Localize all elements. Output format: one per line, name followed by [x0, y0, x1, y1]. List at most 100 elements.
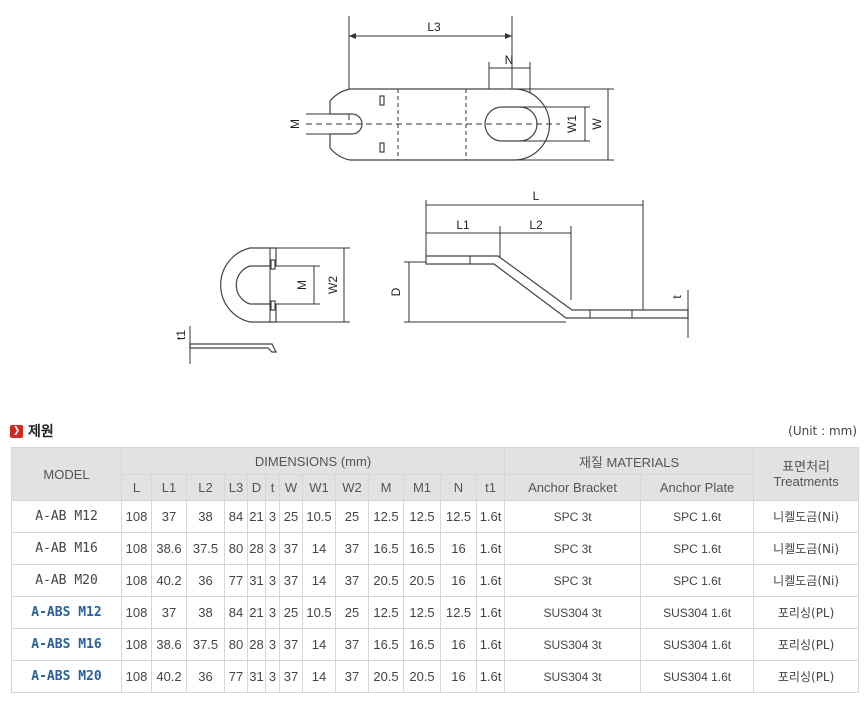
dimension-cell: 16.5	[368, 628, 404, 661]
dimension-cell: 10.5	[302, 596, 336, 629]
model-cell: A-ABS M16	[11, 628, 122, 661]
dimension-cell: 37.5	[186, 628, 225, 661]
header-dim-col: L3	[224, 474, 248, 501]
dimension-cell: 108	[121, 628, 152, 661]
plate-material-cell: SPC 1.6t	[640, 532, 755, 565]
dim-label-t: t	[670, 295, 684, 299]
model-cell: A-AB M16	[11, 532, 122, 565]
technical-drawings: L3 N M W1 W M	[174, 16, 689, 364]
dimension-cell: 37	[151, 500, 187, 533]
model-cell: A-AB M12	[11, 500, 122, 533]
header-materials: 재질 MATERIALS	[504, 447, 755, 475]
dimension-cell: 14	[302, 564, 336, 597]
dimension-cell: 3	[265, 500, 280, 533]
header-dim-col: N	[440, 474, 477, 501]
dimension-cell: 12.5	[403, 596, 441, 629]
dimension-cell: 20.5	[368, 660, 404, 693]
model-cell: A-AB M20	[11, 564, 122, 597]
dimension-cell: 37	[151, 596, 187, 629]
dim-label-l3: L3	[427, 20, 441, 34]
dimension-cell: 108	[121, 532, 152, 565]
bracket-material-cell: SUS304 3t	[504, 660, 642, 693]
model-cell: A-ABS M12	[11, 596, 122, 629]
dimension-cell: 12.5	[440, 500, 477, 533]
dimension-cell: 38	[186, 500, 225, 533]
treatment-cell: 니켈도금(Ni)	[753, 500, 860, 533]
dimension-cell: 12.5	[368, 500, 404, 533]
dimension-cell: 1.6t	[475, 532, 506, 565]
dimension-cell: 16.5	[403, 532, 441, 565]
bracket-material-cell: SPC 3t	[504, 564, 642, 597]
dimension-cell: 80	[224, 532, 248, 565]
dimension-cell: 25	[335, 596, 369, 629]
dimension-cell: 3	[265, 660, 280, 693]
dimension-cell: 37	[335, 628, 369, 661]
dimension-cell: 38.6	[151, 532, 187, 565]
dimension-cell: 16	[440, 660, 477, 693]
unit-label: (Unit : mm)	[788, 424, 857, 438]
dim-label-t1: t1	[174, 330, 188, 340]
dimension-cell: 28	[247, 532, 266, 565]
dimension-cell: 36	[186, 660, 225, 693]
top-view-drawing: L3 N M W1 W	[288, 16, 614, 161]
header-dimensions: DIMENSIONS (mm)	[120, 447, 506, 475]
treatment-cell: 포리싱(PL)	[753, 596, 860, 629]
dimension-cell: 36	[186, 564, 225, 597]
spec-table: MODEL DIMENSIONS (mm) 재질 MATERIALS 표면처리 …	[11, 447, 860, 693]
dim-label-w1: W1	[565, 115, 579, 133]
dimension-cell: 108	[121, 564, 152, 597]
dimension-cell: 108	[121, 660, 152, 693]
header-dim-col: L2	[186, 474, 225, 501]
plate-material-cell: SPC 1.6t	[640, 564, 755, 597]
dim-label-l: L	[533, 189, 540, 203]
header-dim-col: M	[368, 474, 404, 501]
dimension-cell: 20.5	[368, 564, 404, 597]
header-dim-col: W	[279, 474, 303, 501]
plate-material-cell: SPC 1.6t	[640, 500, 755, 533]
dim-label-w2: W2	[326, 276, 340, 294]
dimension-cell: 31	[247, 564, 266, 597]
dimension-cell: 37	[335, 532, 369, 565]
dimension-cell: 3	[265, 532, 280, 565]
dim-label-d: D	[389, 287, 403, 296]
treatment-cell: 포리싱(PL)	[753, 660, 860, 693]
treatment-cell: 니켈도금(Ni)	[753, 564, 860, 597]
dimension-cell: 1.6t	[475, 660, 506, 693]
header-model: MODEL	[11, 447, 122, 501]
dimension-cell: 84	[224, 500, 248, 533]
dimension-cell: 10.5	[302, 500, 336, 533]
dimension-cell: 40.2	[151, 660, 187, 693]
dimension-cell: 20.5	[403, 564, 441, 597]
plate-material-cell: SUS304 1.6t	[640, 596, 755, 629]
dimension-cell: 16	[440, 628, 477, 661]
dimension-cell: 38.6	[151, 628, 187, 661]
dimension-cell: 37	[279, 564, 303, 597]
dimension-cell: 77	[224, 564, 248, 597]
section-title: 제원	[28, 424, 54, 440]
side-view-drawing: L L1 L2 D t	[389, 189, 689, 338]
dim-label-m-plate: M	[295, 280, 309, 290]
dimension-cell: 1.6t	[475, 628, 506, 661]
dimension-cell: 1.6t	[475, 500, 506, 533]
dimension-cell: 14	[302, 660, 336, 693]
header-dim-col: L1	[151, 474, 187, 501]
dimension-cell: 108	[121, 596, 152, 629]
dim-label-l1: L1	[456, 218, 470, 232]
dimension-cell: 16.5	[403, 628, 441, 661]
dimension-cell: 16.5	[368, 532, 404, 565]
dimension-cell: 28	[247, 628, 266, 661]
header-treatments-en: Treatments	[773, 474, 839, 489]
dimension-cell: 37	[335, 564, 369, 597]
header-dim-col: t	[265, 474, 280, 501]
plate-material-cell: SUS304 1.6t	[640, 628, 755, 661]
plate-view-drawing: M W2 t1	[174, 247, 350, 364]
dimension-cell: 21	[247, 500, 266, 533]
dimension-cell: 3	[265, 596, 280, 629]
dimension-cell: 1.6t	[475, 564, 506, 597]
header-dim-col: W2	[335, 474, 369, 501]
dimension-cell: 21	[247, 596, 266, 629]
